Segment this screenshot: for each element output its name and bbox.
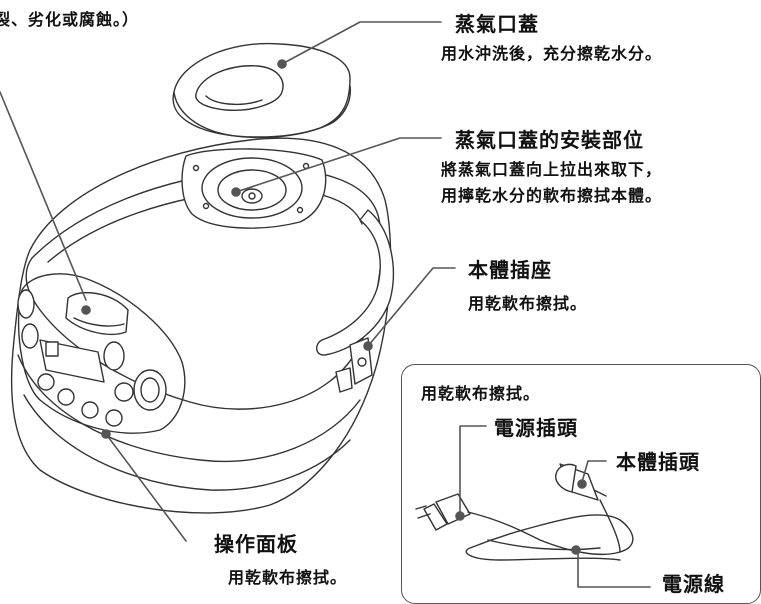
power-cord-label: 電源線 xyxy=(662,572,725,596)
cord-box-desc: 用乾軟布擦拭。 xyxy=(421,384,541,403)
rice-cooker-illustration xyxy=(0,21,651,588)
body-socket-desc: 用乾軟布擦拭。 xyxy=(468,294,588,313)
leader-lines xyxy=(0,21,456,542)
body-socket-title: 本體插座 xyxy=(468,258,552,282)
steam-cap-title: 蒸氣口蓋 xyxy=(455,12,539,36)
control-panel-desc: 用乾軟布擦拭。 xyxy=(228,568,348,587)
steam-cap-mount-desc-2: 用擰乾水分的軟布擦拭本體。 xyxy=(441,186,663,205)
steam-cap xyxy=(172,42,352,139)
steam-cap-desc: 用水沖洗後，充分擦乾水分。 xyxy=(441,44,663,63)
top-note-text: 裂、劣化或腐蝕。） xyxy=(0,10,140,29)
steam-cap-mount-desc-1: 將蒸氣口蓋向上拉出來取下， xyxy=(441,160,663,179)
lid-release-button xyxy=(65,291,129,335)
cooker-handle xyxy=(316,209,395,356)
steam-cap-mount-title: 蒸氣口蓋的安裝部位 xyxy=(455,128,644,152)
power-plug-label: 電源插頭 xyxy=(494,416,578,440)
control-panel-title: 操作面板 xyxy=(214,532,298,556)
cord-leader-lines xyxy=(455,425,651,588)
appliance-plug-label: 本體插頭 xyxy=(616,450,700,474)
control-panel xyxy=(17,273,186,434)
steam-cap-mount xyxy=(181,148,327,229)
